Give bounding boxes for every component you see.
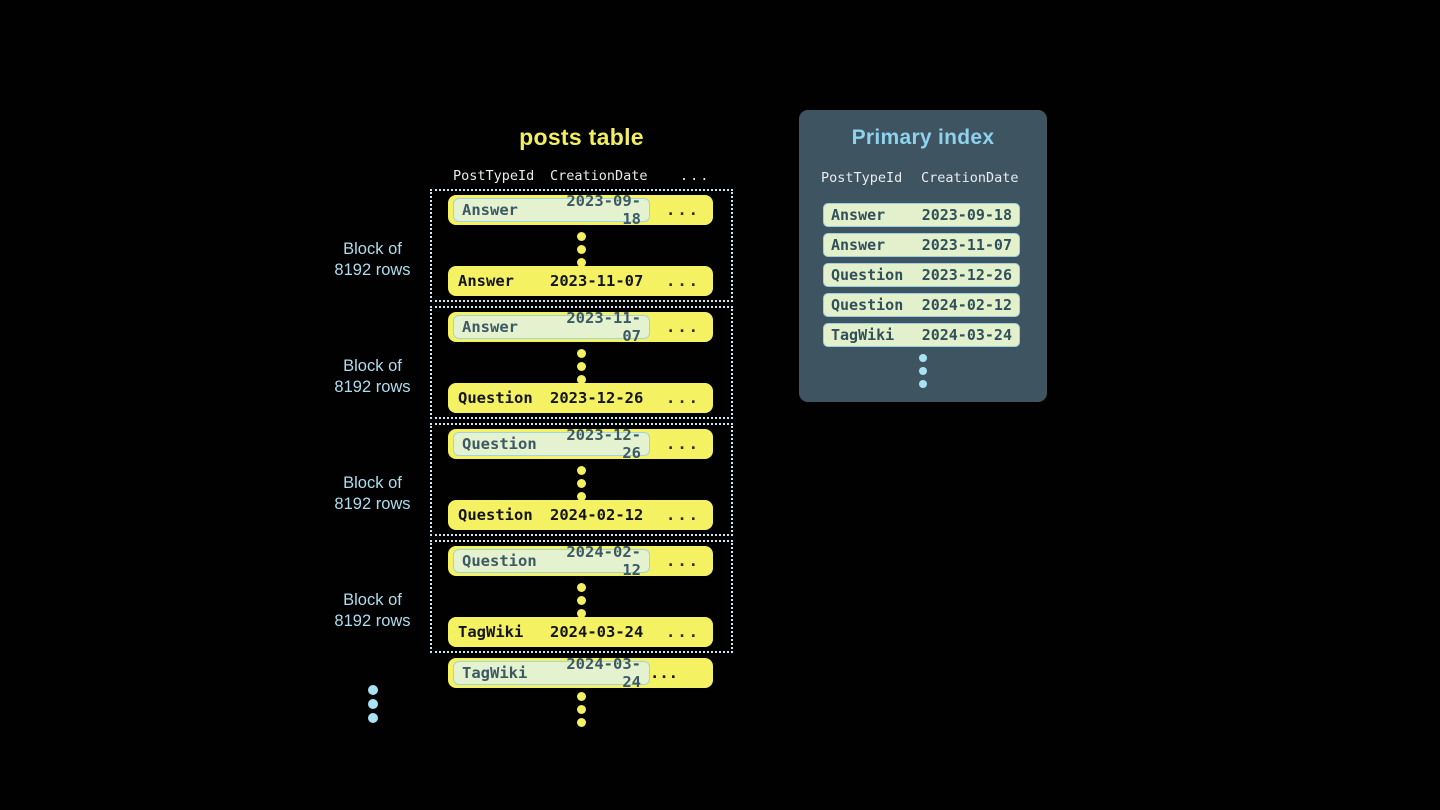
block-label-line: Block of bbox=[343, 474, 402, 492]
block-label-2: Block of 8192 rows bbox=[300, 356, 445, 398]
block-label-line: 8192 rows bbox=[334, 378, 411, 396]
row-creationdate: 2024-03-24 bbox=[921, 326, 1012, 344]
column-posttypeid: PostTypeId bbox=[821, 170, 903, 186]
table-row: Answer 2023-11-07 ... bbox=[448, 309, 713, 345]
block-label-line: Block of bbox=[343, 591, 402, 609]
block-label-line: 8192 rows bbox=[334, 261, 411, 279]
row-posttypeid: Question bbox=[462, 552, 537, 570]
row-posttypeid: Answer bbox=[462, 201, 518, 219]
table-row: Question 2023-12-26 ... bbox=[448, 426, 713, 462]
row-block-4: Question 2024-02-12 ... TagWiki 2024-03-… bbox=[430, 540, 733, 653]
row-posttypeid: TagWiki bbox=[831, 326, 895, 344]
rows-ellipsis-icon bbox=[430, 583, 733, 618]
block-label-line: 8192 rows bbox=[334, 495, 411, 513]
row-creationdate: 2023-11-07 bbox=[566, 309, 641, 345]
table-row: Question 2024-02-12 ... bbox=[448, 543, 713, 579]
primary-index-panel: Primary index PostTypeId CreationDate An… bbox=[799, 110, 1047, 402]
table-row: Question 2023-12-26 ... bbox=[448, 383, 713, 413]
index-key-highlight: Answer 2023-09-18 bbox=[453, 192, 650, 228]
row-posttypeid: TagWiki bbox=[458, 623, 524, 641]
row-block-2: Answer 2023-11-07 ... Question 2023-12-2… bbox=[430, 306, 733, 419]
block-label-line: Block of bbox=[343, 357, 402, 375]
row-posttypeid: Answer bbox=[831, 206, 886, 224]
column-posttypeid: PostTypeId bbox=[453, 168, 535, 184]
row-more-columns: ... bbox=[666, 552, 700, 570]
row-posttypeid: Answer bbox=[458, 272, 514, 290]
table-row: Answer 2023-11-07 ... bbox=[448, 266, 713, 296]
row-creationdate: 2024-03-24 bbox=[550, 623, 644, 641]
row-posttypeid: TagWiki bbox=[462, 664, 528, 682]
row-posttypeid: Question bbox=[458, 506, 533, 524]
index-row: Question 2024-02-12 bbox=[823, 293, 1020, 317]
row-posttypeid: Answer bbox=[462, 318, 518, 336]
more-index-entries-ellipsis-icon bbox=[799, 354, 1047, 388]
index-row: TagWiki 2024-03-24 bbox=[823, 323, 1020, 347]
row-creationdate: 2023-11-07 bbox=[550, 272, 644, 290]
block-label-4: Block of 8192 rows bbox=[300, 590, 445, 632]
posts-table-title: posts table bbox=[519, 124, 644, 150]
row-creationdate: 2023-12-26 bbox=[921, 266, 1012, 284]
column-creationdate: CreationDate bbox=[550, 168, 648, 184]
table-row: Question 2024-02-12 ... bbox=[448, 500, 713, 530]
row-posttypeid: Question bbox=[458, 389, 533, 407]
row-more-columns: ... bbox=[650, 664, 678, 682]
row-posttypeid: Question bbox=[831, 266, 904, 284]
row-posttypeid: Answer bbox=[831, 236, 886, 254]
block-label-1: Block of 8192 rows bbox=[300, 239, 445, 281]
row-creationdate: 2023-11-07 bbox=[921, 236, 1012, 254]
row-more-columns: ... bbox=[666, 318, 700, 336]
row-posttypeid: Question bbox=[831, 296, 904, 314]
more-rows-ellipsis-icon bbox=[430, 692, 733, 727]
index-row: Answer 2023-09-18 bbox=[823, 203, 1020, 227]
row-creationdate: 2024-02-12 bbox=[550, 506, 644, 524]
table-row: TagWiki 2024-03-24 ... bbox=[448, 617, 713, 647]
row-more-columns: ... bbox=[666, 623, 700, 641]
more-blocks-ellipsis-icon bbox=[300, 685, 445, 723]
row-block-1: Answer 2023-09-18 ... Answer 2023-11-07 … bbox=[430, 189, 733, 302]
row-creationdate: 2023-09-18 bbox=[921, 206, 1012, 224]
table-row: Answer 2023-09-18 ... bbox=[448, 192, 713, 228]
row-block-3: Question 2023-12-26 ... Question 2024-02… bbox=[430, 423, 733, 536]
index-key-highlight: Answer 2023-11-07 bbox=[453, 309, 650, 345]
row-creationdate: 2024-02-12 bbox=[921, 296, 1012, 314]
block-label-3: Block of 8192 rows bbox=[300, 473, 445, 515]
table-row: TagWiki 2024-03-24 ... bbox=[448, 655, 713, 691]
index-key-highlight: TagWiki 2024-03-24 bbox=[453, 655, 650, 691]
index-key-highlight: Question 2023-12-26 bbox=[453, 426, 650, 462]
index-row: Question 2023-12-26 bbox=[823, 263, 1020, 287]
row-creationdate: 2024-02-12 bbox=[566, 543, 641, 579]
row-creationdate: 2023-12-26 bbox=[566, 426, 641, 462]
rows-ellipsis-icon bbox=[430, 466, 733, 501]
rows-ellipsis-icon bbox=[430, 232, 733, 267]
row-creationdate: 2024-03-24 bbox=[566, 655, 641, 691]
rows-ellipsis-icon bbox=[430, 349, 733, 384]
index-row: Answer 2023-11-07 bbox=[823, 233, 1020, 257]
posts-table-column-header: PostTypeId CreationDate ... bbox=[430, 168, 733, 184]
column-creationdate: CreationDate bbox=[921, 170, 1019, 186]
column-more: ... bbox=[680, 168, 711, 184]
row-more-columns: ... bbox=[666, 435, 700, 453]
row-creationdate: 2023-12-26 bbox=[550, 389, 644, 407]
block-label-line: Block of bbox=[343, 240, 402, 258]
primary-index-title: Primary index bbox=[851, 126, 995, 149]
row-more-columns: ... bbox=[666, 272, 700, 290]
block-label-line: 8192 rows bbox=[334, 612, 411, 630]
row-more-columns: ... bbox=[666, 506, 700, 524]
row-more-columns: ... bbox=[666, 201, 700, 219]
row-posttypeid: Question bbox=[462, 435, 537, 453]
row-creationdate: 2023-09-18 bbox=[566, 192, 641, 228]
row-more-columns: ... bbox=[666, 389, 700, 407]
index-key-highlight: Question 2024-02-12 bbox=[453, 543, 650, 579]
